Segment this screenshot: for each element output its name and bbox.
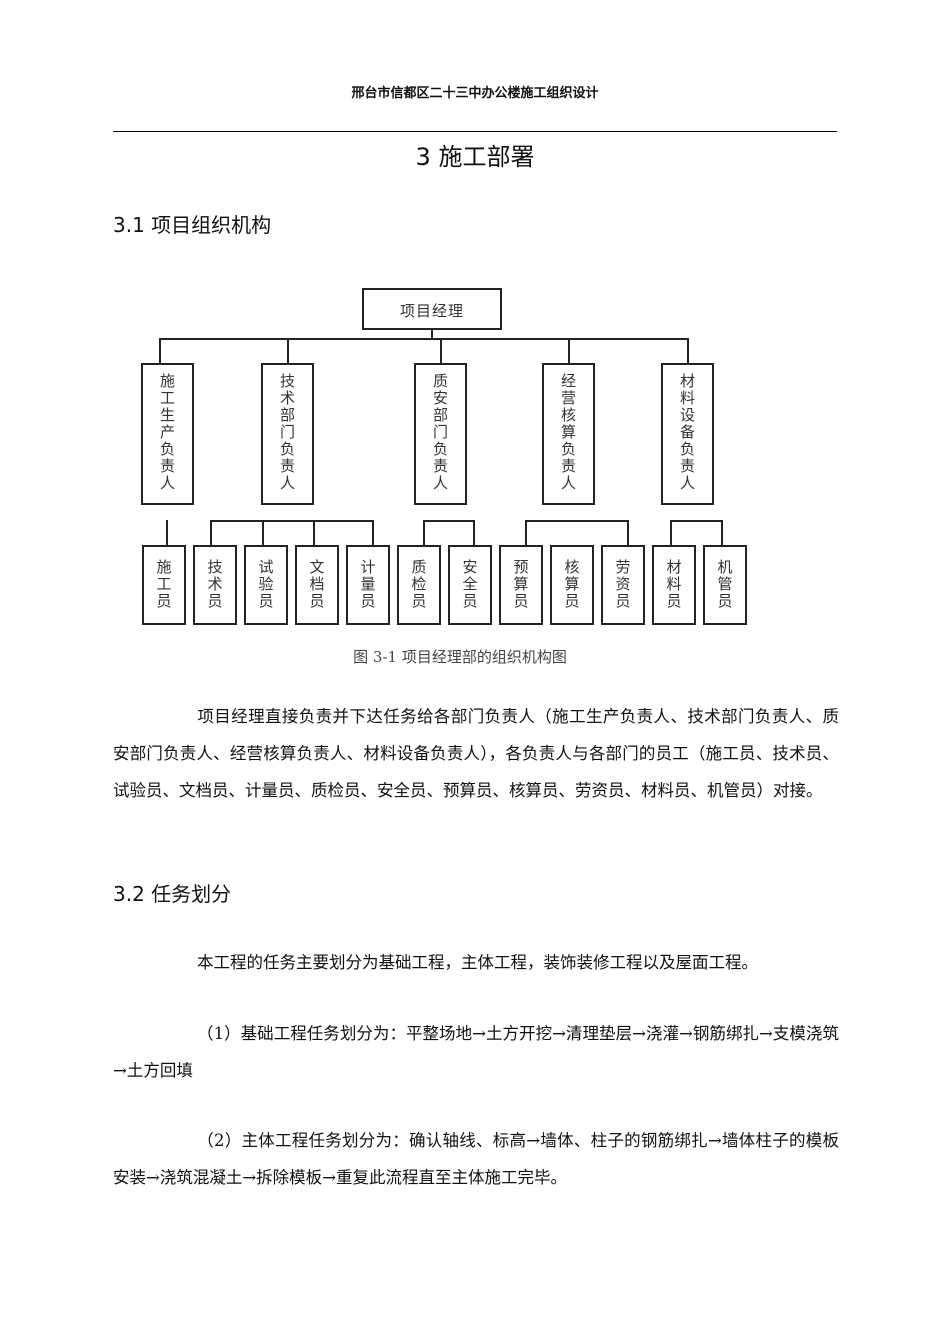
- connector: [423, 520, 474, 522]
- staff-box: 计量员: [346, 545, 390, 625]
- connector: [372, 520, 374, 546]
- org-root-label: 项目经理: [399, 302, 464, 320]
- connector: [431, 330, 433, 338]
- staff-box: 机管员: [703, 545, 747, 625]
- dept-label: 质安部门负责人: [431, 373, 449, 492]
- connector: [287, 338, 289, 364]
- staff-box: 安全员: [448, 545, 492, 625]
- dept-label: 经营核算负责人: [559, 373, 577, 492]
- staff-box: 试验员: [244, 545, 288, 625]
- dept-box-accounting: 经营核算负责人: [542, 363, 595, 505]
- connector: [210, 520, 212, 546]
- connector: [423, 520, 425, 546]
- paragraph-task-overview: 本工程的任务主要划分为基础工程，主体工程，装饰装修工程以及屋面工程。: [113, 944, 839, 981]
- staff-box: 施工员: [142, 545, 186, 625]
- staff-label: 计量员: [358, 559, 377, 610]
- section-title-3-1: 3.1 项目组织机构: [113, 213, 272, 237]
- connector: [262, 520, 264, 546]
- dept-box-quality-safety: 质安部门负责人: [414, 363, 467, 505]
- paragraph-foundation-tasks: （1）基础工程任务划分为：平整场地→土方开挖→清理垫层→浇灌→钢筋绑扎→支模浇筑…: [113, 1015, 839, 1089]
- paragraph-org-description: 项目经理直接负责并下达任务给各部门负责人（施工生产负责人、技术部门负责人、质安部…: [113, 698, 839, 809]
- connector: [627, 520, 629, 546]
- connector: [210, 520, 373, 522]
- header-rule: [113, 131, 837, 132]
- connector: [687, 338, 689, 364]
- running-header: 邢台市信都区二十三中办公楼施工组织设计: [351, 86, 599, 101]
- org-root-box: 项目经理: [362, 288, 502, 330]
- staff-label: 核算员: [562, 559, 581, 610]
- chapter-title: 3 施工部署: [415, 143, 535, 171]
- dept-box-construction: 施工生产负责人: [141, 363, 194, 505]
- figure-caption: 图 3-1 项目经理部的组织机构图: [353, 648, 567, 666]
- connector: [159, 338, 689, 340]
- connector: [670, 520, 722, 522]
- dept-label: 技术部门负责人: [278, 373, 296, 492]
- connector: [525, 520, 628, 522]
- paragraph-structure-tasks: （2）主体工程任务划分为：确认轴线、标高→墙体、柱子的钢筋绑扎→墙体柱子的模板安…: [113, 1122, 839, 1196]
- staff-label: 施工员: [154, 559, 173, 610]
- staff-box: 质检员: [397, 545, 441, 625]
- connector: [568, 338, 570, 364]
- paragraph-text: （2）主体工程任务划分为：确认轴线、标高→墙体、柱子的钢筋绑扎→墙体柱子的模板安…: [113, 1131, 839, 1187]
- staff-box: 劳资员: [601, 545, 645, 625]
- staff-label: 文档员: [307, 559, 326, 610]
- staff-label: 质检员: [409, 559, 428, 610]
- connector: [721, 520, 723, 546]
- connector: [525, 520, 527, 546]
- staff-box: 材料员: [652, 545, 696, 625]
- connector: [159, 338, 161, 364]
- staff-box: 技术员: [193, 545, 237, 625]
- org-chart-figure: 项目经理 施工生产负责人 技术部门负责人 质安部门负责人 经营核算负责人 材料设…: [141, 288, 747, 666]
- staff-label: 试验员: [256, 559, 275, 610]
- connector: [166, 520, 168, 546]
- staff-label: 安全员: [460, 559, 479, 610]
- staff-box: 预算员: [499, 545, 543, 625]
- staff-label: 预算员: [511, 559, 530, 610]
- staff-box: 核算员: [550, 545, 594, 625]
- staff-label: 材料员: [664, 559, 683, 610]
- paragraph-text: 本工程的任务主要划分为基础工程，主体工程，装饰装修工程以及屋面工程。: [197, 953, 758, 972]
- staff-label: 技术员: [205, 559, 224, 610]
- dept-label: 施工生产负责人: [158, 373, 176, 492]
- connector: [670, 520, 672, 546]
- dept-box-technical: 技术部门负责人: [261, 363, 314, 505]
- paragraph-text: （1）基础工程任务划分为：平整场地→土方开挖→清理垫层→浇灌→钢筋绑扎→支模浇筑…: [113, 1024, 839, 1080]
- staff-label: 机管员: [715, 559, 734, 610]
- staff-box: 文档员: [295, 545, 339, 625]
- connector: [473, 520, 475, 546]
- section-title-3-2: 3.2 任务划分: [113, 882, 232, 906]
- connector: [313, 520, 315, 546]
- paragraph-text: 项目经理直接负责并下达任务给各部门负责人（施工生产负责人、技术部门负责人、质安部…: [113, 707, 839, 800]
- staff-label: 劳资员: [613, 559, 632, 610]
- dept-label: 材料设备负责人: [678, 373, 696, 492]
- connector: [440, 338, 442, 364]
- dept-box-materials: 材料设备负责人: [661, 363, 714, 505]
